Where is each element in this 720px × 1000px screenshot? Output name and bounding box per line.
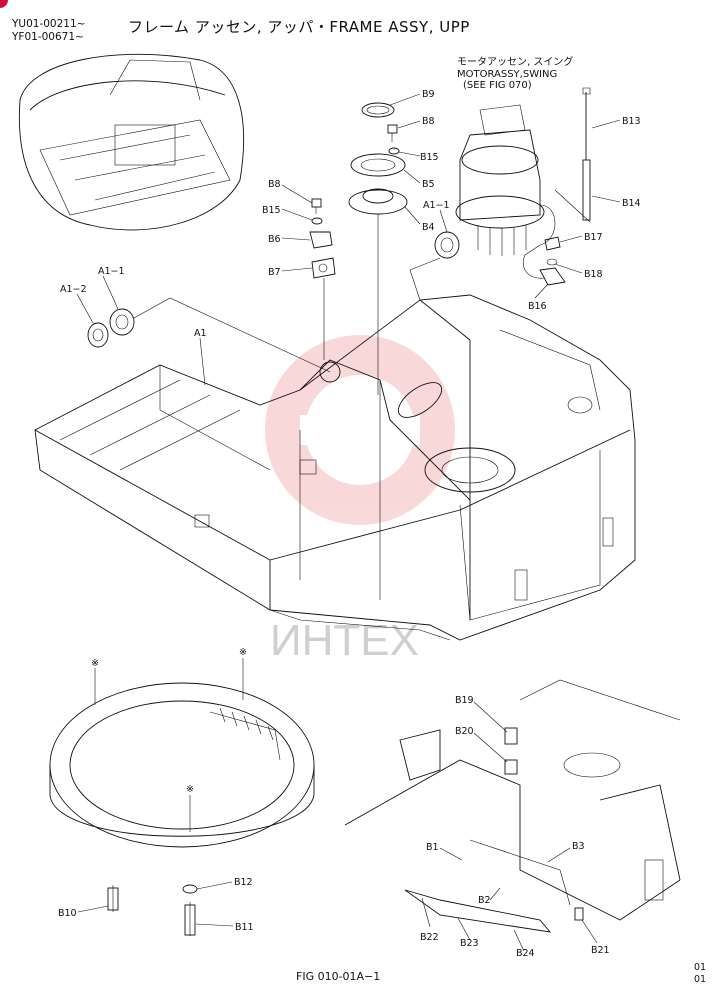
callout-a1-1-right: A1−1 xyxy=(423,200,450,211)
callout-b10: B10 xyxy=(58,908,77,919)
figure-number: FIG 010-01A−1 xyxy=(296,970,381,983)
watermark-logo xyxy=(265,335,455,525)
note-line-1: モータアッセン, スイング xyxy=(457,57,574,68)
bracket-parts xyxy=(309,198,336,360)
center-joint-parts xyxy=(348,102,408,395)
callout-b9: B9 xyxy=(422,89,435,100)
callout-b8-upper: B8 xyxy=(422,116,435,127)
callout-b16: B16 xyxy=(528,301,547,312)
callout-a1-1-left: A1−1 xyxy=(98,266,125,277)
swing-motor-illustration xyxy=(455,104,556,279)
dipstick-illustration xyxy=(554,87,591,223)
callout-b13: B13 xyxy=(622,116,641,127)
reference-mark-2: ※ xyxy=(239,647,247,658)
callout-b24: B24 xyxy=(516,948,535,959)
page-number-1: 01 xyxy=(694,962,707,973)
callout-b4: B4 xyxy=(422,222,435,233)
upper-frame-illustration xyxy=(34,294,636,641)
callout-b18: B18 xyxy=(584,269,603,280)
callout-b11: B11 xyxy=(235,922,254,933)
callout-a1: A1 xyxy=(194,328,207,339)
watermark-text: ИНТЕХ xyxy=(270,616,419,665)
callout-b23: B23 xyxy=(460,938,479,949)
callout-b3: B3 xyxy=(572,841,585,852)
reference-mark-1: ※ xyxy=(91,658,99,669)
swing-bearing-illustration xyxy=(49,658,315,936)
hose-fittings xyxy=(539,236,566,286)
diagram-title: フレーム アッセン, アッパ・FRAME ASSY, UPP xyxy=(128,18,470,36)
callout-b2: B2 xyxy=(478,895,491,906)
callout-b12: B12 xyxy=(234,877,253,888)
callout-b20: B20 xyxy=(455,726,474,737)
corner-marker xyxy=(0,0,8,8)
leader-lines xyxy=(76,93,621,952)
page-indicator: 01 01 xyxy=(694,962,706,986)
callout-b17: B17 xyxy=(584,232,603,243)
cab-overview-illustration xyxy=(18,53,245,231)
callout-b7: B7 xyxy=(268,267,281,278)
callout-b22: B22 xyxy=(420,932,439,943)
callout-a1-2: A1−2 xyxy=(60,284,87,295)
serial-range-1: YU01-00211~ xyxy=(12,18,86,30)
page-number-2: 01 xyxy=(694,974,707,985)
callout-b15-upper: B15 xyxy=(420,152,439,163)
callout-b21: B21 xyxy=(591,945,610,956)
callout-b5: B5 xyxy=(422,179,435,190)
swing-motor-note: モータアッセン, スイング MOTORASSY,SWING (SEE FIG 0… xyxy=(457,57,573,92)
undercover-detail-illustration xyxy=(344,679,681,933)
callout-b19: B19 xyxy=(455,695,474,706)
callout-b15-left: B15 xyxy=(262,205,281,216)
note-line-3: (SEE FIG 070) xyxy=(463,80,532,91)
callout-b14: B14 xyxy=(622,198,641,209)
serial-range-2: YF01-00671~ xyxy=(12,31,84,43)
note-line-2: MOTORASSY,SWING xyxy=(457,68,558,80)
callout-b1: B1 xyxy=(426,842,439,853)
callout-b8-left: B8 xyxy=(268,179,281,190)
reference-mark-3: ※ xyxy=(186,784,194,795)
callout-b6: B6 xyxy=(268,234,281,245)
